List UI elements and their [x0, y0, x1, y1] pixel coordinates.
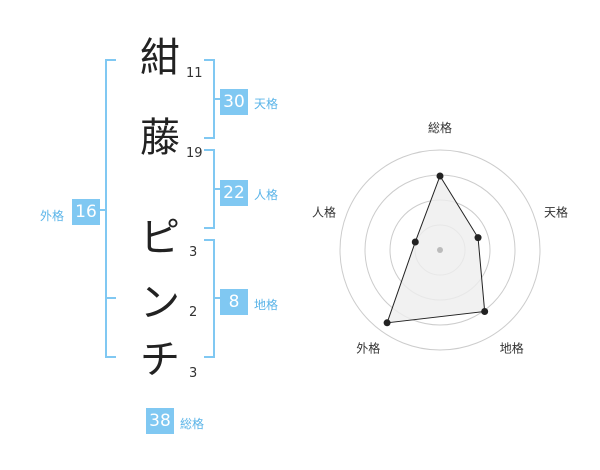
gaikaku-bracket [105, 59, 116, 358]
radar-center-dot [437, 247, 443, 253]
radar-point-3 [481, 307, 489, 315]
name-char-5: チ [140, 337, 180, 383]
gaikaku-badge: 16 [72, 199, 100, 225]
tenkaku-label: 天格 [254, 97, 279, 111]
jinkaku-badge: 22 [220, 180, 248, 206]
radar-point-1 [436, 172, 444, 180]
name-char-3: ピ [140, 215, 180, 261]
tenkaku-badge: 30 [220, 89, 248, 115]
radar-point-4 [383, 319, 391, 327]
chikaku-badge: 8 [220, 289, 248, 315]
radar-point-5 [411, 238, 419, 246]
chikaku-label: 地格 [254, 298, 279, 312]
radar-axis-label-2: 天格 [544, 204, 568, 219]
kakusu-brackets [100, 59, 220, 358]
stroke-count-4: 2 [189, 305, 198, 320]
radar-axis-label-1: 総格 [428, 120, 452, 135]
gaikaku-label: 外格 [40, 209, 65, 223]
jinkaku-label: 人格 [254, 188, 279, 202]
name-char-2: 藤 [140, 115, 180, 161]
radar-point-2 [474, 234, 482, 242]
soukaku-badge: 38 [146, 408, 174, 434]
radar-axis-label-4: 外格 [356, 341, 380, 356]
stroke-count-2: 19 [186, 146, 203, 161]
radar-series-polygon [386, 174, 486, 324]
stroke-count-5: 3 [189, 366, 198, 381]
soukaku-label: 総格 [180, 417, 205, 431]
name-char-1: 紺 [140, 35, 180, 81]
stroke-count-3: 3 [189, 245, 198, 260]
stroke-count-1: 11 [186, 66, 203, 81]
radar-axis-label-5: 人格 [312, 204, 336, 219]
name-char-4: ン [140, 280, 180, 326]
radar-grid-ring [339, 149, 541, 351]
radar-axis-label-3: 地格 [500, 341, 524, 356]
